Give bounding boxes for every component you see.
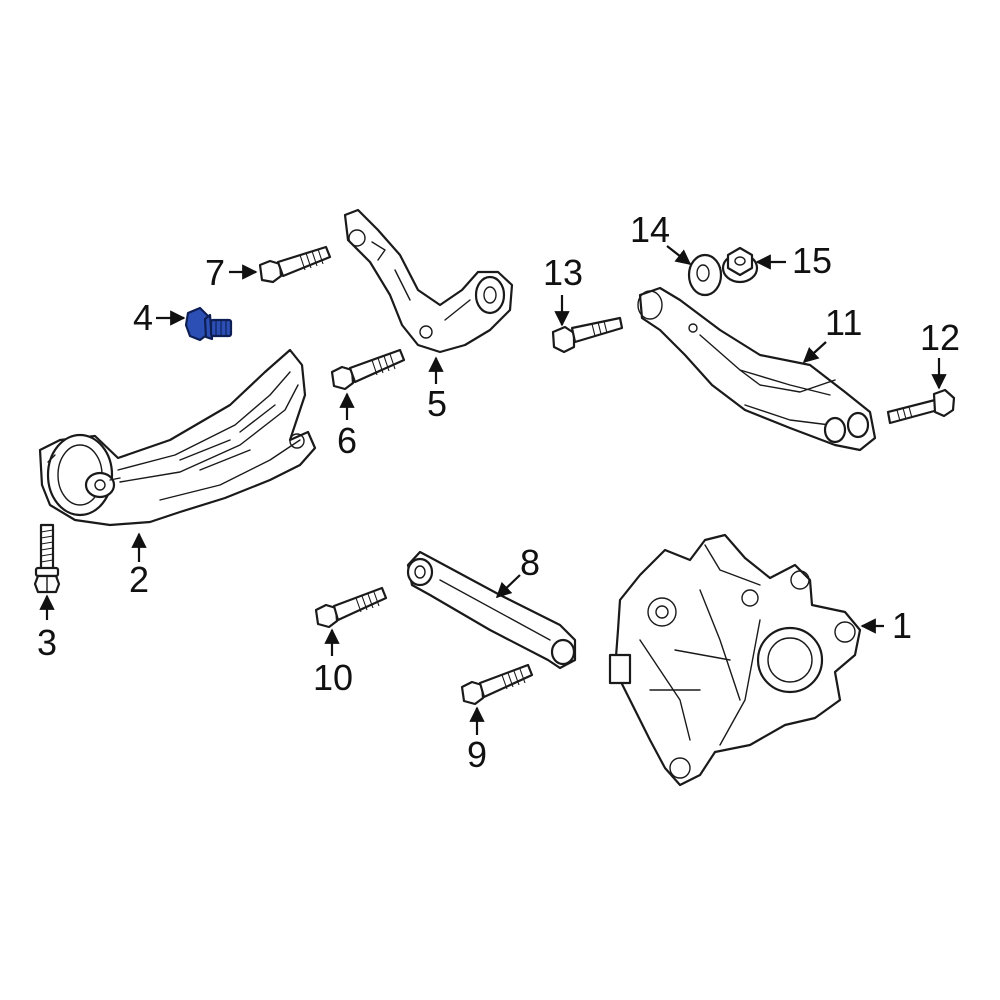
callout-3: 3 bbox=[37, 622, 57, 663]
callout-4: 4 bbox=[133, 297, 153, 338]
callout-1: 1 bbox=[892, 605, 912, 646]
part-2-lower-control-arm[interactable] bbox=[38, 348, 317, 527]
callout-6: 6 bbox=[337, 420, 357, 461]
part-10-bolt[interactable] bbox=[314, 586, 388, 629]
part-15-nut[interactable] bbox=[721, 246, 759, 284]
part-13-bolt[interactable] bbox=[551, 316, 624, 354]
callout-10: 10 bbox=[313, 657, 353, 698]
part-11-spring-arm[interactable] bbox=[637, 286, 877, 452]
part-6-bolt[interactable] bbox=[330, 348, 406, 391]
part-8-link[interactable] bbox=[406, 550, 577, 670]
callout-7: 7 bbox=[205, 252, 225, 293]
callout-8: 8 bbox=[520, 542, 540, 583]
part-9-bolt[interactable] bbox=[460, 663, 534, 706]
part-7-bolt[interactable] bbox=[258, 245, 332, 284]
leader-8 bbox=[495, 574, 521, 599]
callout-12: 12 bbox=[920, 317, 960, 358]
callout-14: 14 bbox=[630, 209, 670, 250]
callout-5: 5 bbox=[427, 383, 447, 424]
part-4-bolt-highlighted[interactable] bbox=[184, 306, 233, 342]
leader-14 bbox=[666, 245, 692, 265]
part-1-knuckle[interactable] bbox=[608, 533, 862, 787]
leader-11 bbox=[802, 341, 827, 364]
callout-13: 13 bbox=[543, 252, 583, 293]
callout-15: 15 bbox=[792, 240, 832, 281]
part-12-bolt[interactable] bbox=[886, 388, 956, 425]
part-5-upper-link[interactable] bbox=[343, 208, 514, 354]
callout-2: 2 bbox=[129, 559, 149, 600]
part-3-bolt[interactable] bbox=[33, 523, 61, 594]
callout-9: 9 bbox=[467, 734, 487, 775]
part-14-washer[interactable] bbox=[687, 253, 723, 297]
callout-11: 11 bbox=[825, 302, 862, 343]
